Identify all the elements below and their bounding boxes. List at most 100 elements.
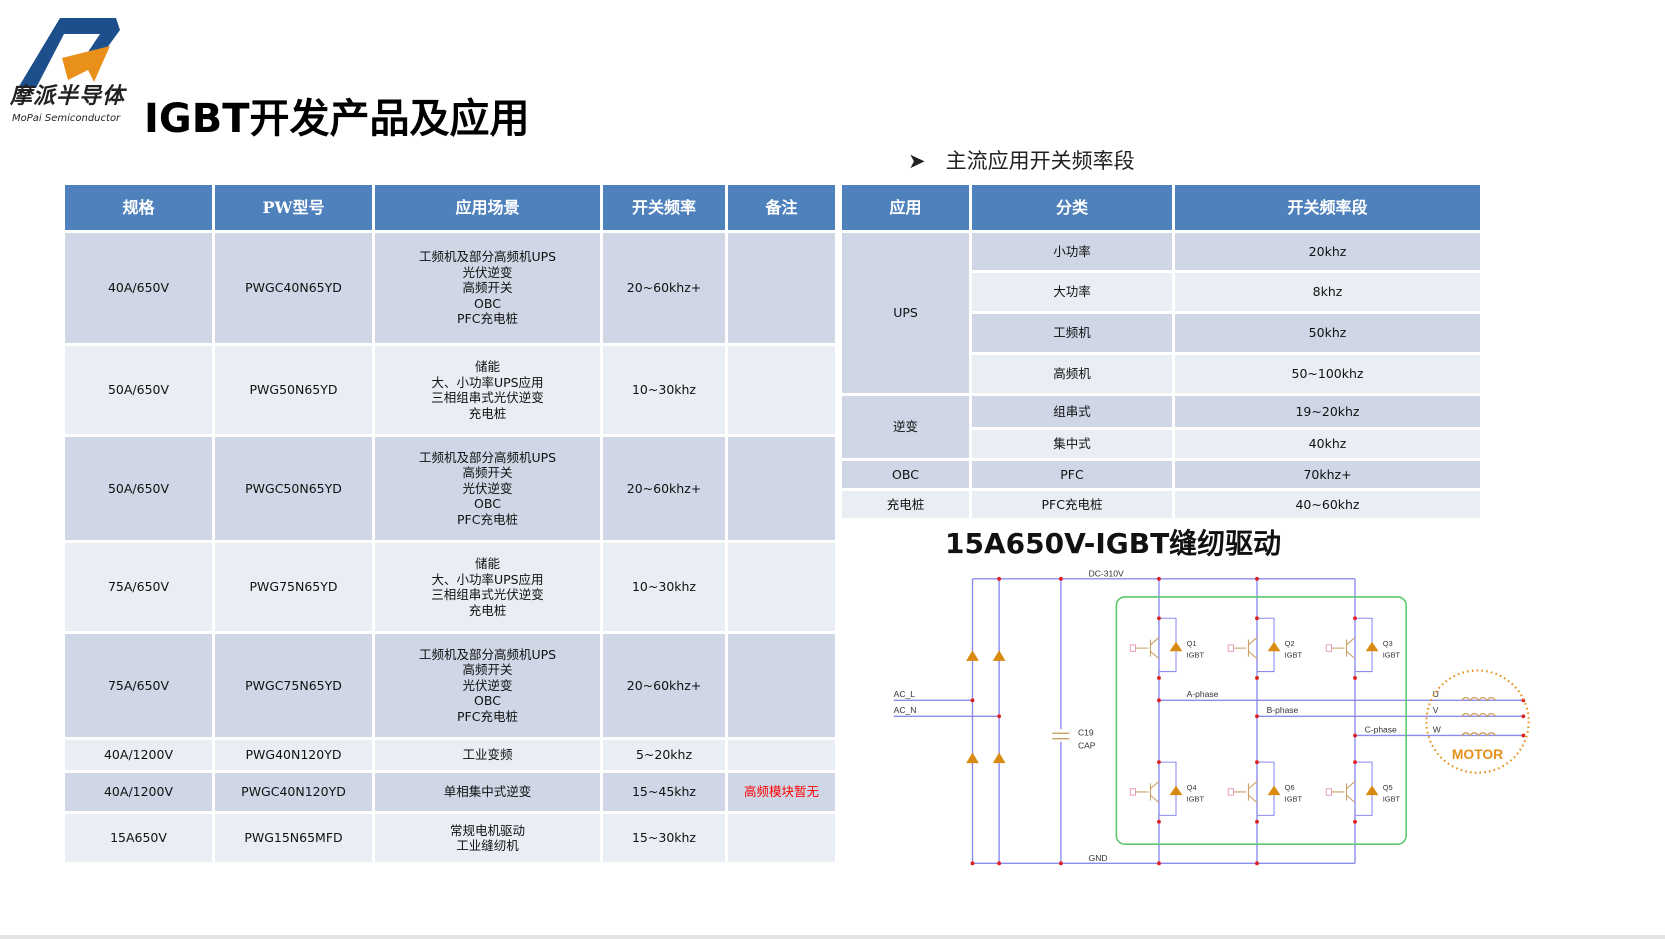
igbt-label: Q5 <box>1383 783 1393 792</box>
diode-icons <box>966 650 1006 764</box>
u-label: U <box>1433 689 1439 699</box>
igbt-label: Q4 <box>1187 783 1197 792</box>
header-freq-band: 开关频率段 <box>1175 185 1480 230</box>
junction-dot <box>997 714 1002 719</box>
cell-frequency: 20~60khz+ <box>603 437 725 540</box>
table-header-row: 规格 PW型号 应用场景 开关频率 备注 <box>65 185 835 230</box>
ac-n-label: AC_N <box>894 705 917 715</box>
cell-model: PWG75N65YD <box>215 543 372 631</box>
junction-dot <box>1255 819 1259 824</box>
junction-dot <box>1353 819 1357 824</box>
junction-dot <box>1157 616 1161 621</box>
cell-note: 高频模块暂无 <box>728 773 835 811</box>
cell-app: 逆变 <box>842 396 969 458</box>
cell-note <box>728 814 835 862</box>
v-label: V <box>1433 705 1439 715</box>
cell-category: 小功率 <box>972 233 1172 270</box>
section-heading: ➤ 主流应用开关频率段 <box>908 148 1135 174</box>
cell-spec: 50A/650V <box>65 346 212 434</box>
cell-note <box>728 233 835 343</box>
cell-category: PFC <box>972 461 1172 488</box>
junction-dot <box>1157 576 1161 581</box>
cell-model: PWGC75N65YD <box>215 634 372 737</box>
cap-label: C19 <box>1078 727 1094 737</box>
cell-spec: 40A/1200V <box>65 773 212 811</box>
junction-dot <box>1255 676 1259 680</box>
cell-applications: 工频机及部分高频机UPS 光伏逆变 高频开关 OBC PFC充电桩 <box>375 233 600 343</box>
table-header-row: 应用 分类 开关频率段 <box>842 185 1480 230</box>
cell-model: PWG40N120YD <box>215 740 372 770</box>
junction-dot <box>970 698 975 703</box>
cell-spec: 75A/650V <box>65 634 212 737</box>
cell-applications: 工业变频 <box>375 740 600 770</box>
cell-spec: 40A/1200V <box>65 740 212 770</box>
logo-text-cn: 摩派半导体 <box>10 84 126 109</box>
section-heading-text: 主流应用开关频率段 <box>945 149 1135 173</box>
cell-spec: 15A650V <box>65 814 212 862</box>
cell-applications: 储能 大、小功率UPS应用 三相组串式光伏逆变 充电桩 <box>375 543 600 631</box>
igbt-type-label: IGBT <box>1187 795 1205 804</box>
cell-note <box>728 740 835 770</box>
cell-note <box>728 634 835 737</box>
junction-dot <box>1255 714 1259 719</box>
cell-frequency: 20~60khz+ <box>603 233 725 343</box>
header-app: 应用 <box>842 185 969 230</box>
cell-frequency: 20~60khz+ <box>603 634 725 737</box>
motor-label: MOTOR <box>1452 746 1503 762</box>
junction-dot <box>1353 676 1357 680</box>
cell-applications: 工频机及部分高频机UPS 高频开关 光伏逆变 OBC PFC充电桩 <box>375 437 600 540</box>
cell-freq-band: 40~60khz <box>1175 491 1480 518</box>
w-label: W <box>1433 724 1442 734</box>
header-category: 分类 <box>972 185 1172 230</box>
junction-dot <box>1157 760 1161 765</box>
cell-category: 组串式 <box>972 396 1172 427</box>
cell-applications: 工频机及部分高频机UPS 高频开关 光伏逆变 OBC PFC充电桩 <box>375 634 600 737</box>
junction-dot <box>1255 616 1259 621</box>
igbt-type-label: IGBT <box>1187 651 1205 660</box>
cell-model: PWG50N65YD <box>215 346 372 434</box>
junction-dot <box>1157 676 1161 680</box>
junction-dot <box>997 576 1002 581</box>
igbt-type-label: IGBT <box>1285 795 1303 804</box>
igbt-type-label: IGBT <box>1383 651 1401 660</box>
cell-freq-band: 50khz <box>1175 314 1480 352</box>
mopai-logo-icon <box>18 18 120 88</box>
dc-label: DC-310V <box>1089 569 1124 579</box>
cell-note <box>728 437 835 540</box>
cell-freq-band: 50~100khz <box>1175 355 1480 393</box>
cell-model: PWGC50N65YD <box>215 437 372 540</box>
cell-app: 充电桩 <box>842 491 969 518</box>
junction-dot <box>1521 714 1526 719</box>
cell-frequency: 5~20khz <box>603 740 725 770</box>
junction-dot <box>1255 861 1259 866</box>
cell-app: OBC <box>842 461 969 488</box>
cell-applications: 常规电机驱动 工业缝纫机 <box>375 814 600 862</box>
header-note: 备注 <box>728 185 835 230</box>
circuit-title: 15A650V-IGBT缝纫驱动 <box>945 527 1282 560</box>
igbt-label: Q6 <box>1285 783 1295 792</box>
cell-note <box>728 543 835 631</box>
logo-text-en: MoPai Semiconductor <box>12 113 121 124</box>
junction-dot <box>1353 616 1357 621</box>
page-title: IGBT开发产品及应用 <box>144 96 530 142</box>
phase-c-label: C-phase <box>1365 724 1397 734</box>
igbt-label: Q3 <box>1383 639 1393 648</box>
cell-applications: 储能 大、小功率UPS应用 三相组串式光伏逆变 充电桩 <box>375 346 600 434</box>
junction-dot <box>1157 698 1161 703</box>
cell-freq-band: 20khz <box>1175 233 1480 270</box>
cell-category: 集中式 <box>972 430 1172 458</box>
footer-divider <box>0 935 1665 939</box>
